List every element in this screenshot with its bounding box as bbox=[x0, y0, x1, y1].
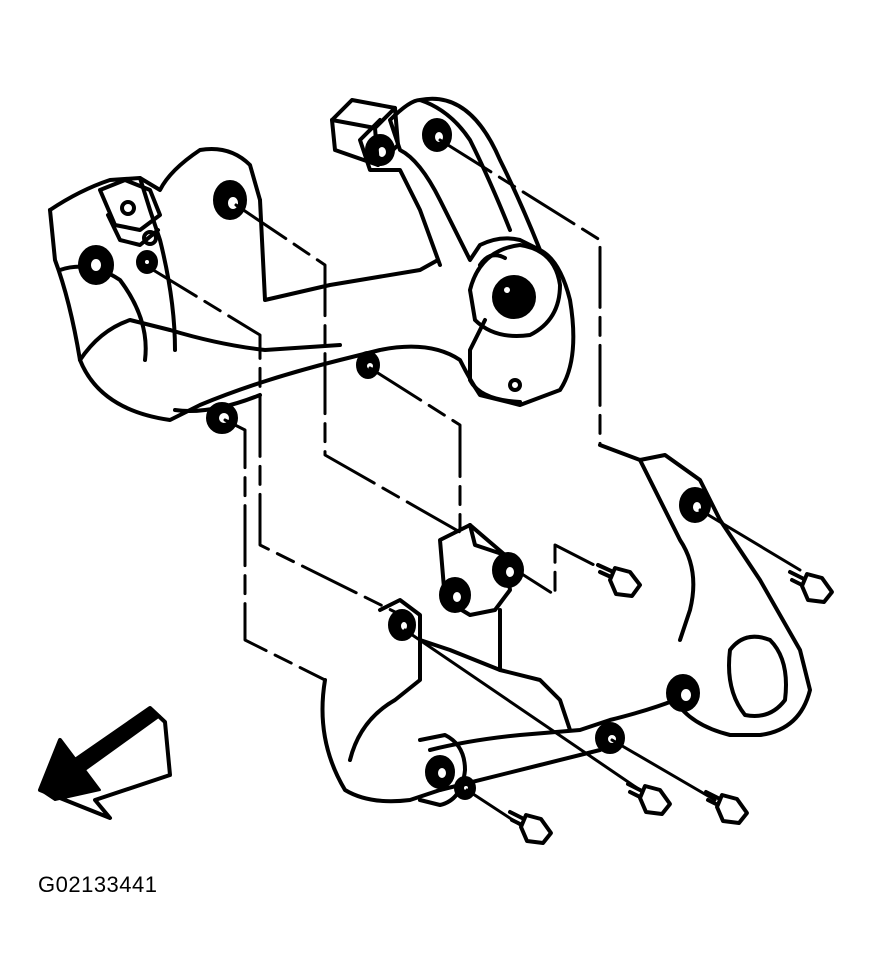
bolt-5 bbox=[508, 810, 553, 845]
upper-left-bracket bbox=[98, 178, 162, 247]
lower-bushings bbox=[388, 487, 711, 800]
lower-control-arm bbox=[320, 443, 812, 807]
ball-joint bbox=[468, 243, 562, 404]
upper-mount-block bbox=[330, 98, 400, 167]
figure-caption: G02133441 bbox=[38, 872, 158, 897]
upper-crossmember bbox=[48, 96, 576, 422]
bolt-1 bbox=[596, 563, 642, 598]
bolt-2 bbox=[788, 570, 834, 604]
front-direction-arrow-icon bbox=[38, 706, 172, 820]
bolt-3 bbox=[626, 782, 672, 816]
alignment-lines bbox=[143, 138, 602, 682]
bolt-4 bbox=[704, 790, 749, 825]
